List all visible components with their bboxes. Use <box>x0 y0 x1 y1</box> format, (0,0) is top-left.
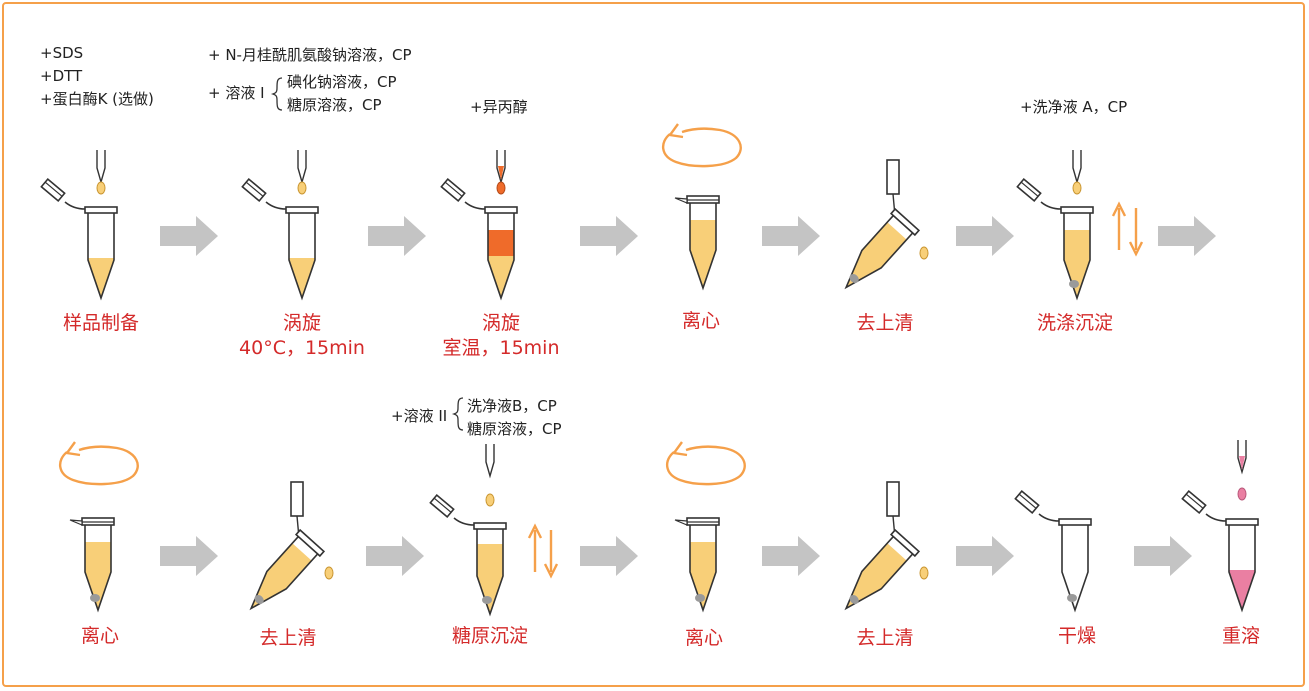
reagent-note-wash-a: +洗净液 A，CP <box>1020 98 1128 116</box>
reagent-note-proteinase: +蛋白酶K (选做) <box>40 90 154 108</box>
step-label-remove-supernatant-3: 去上清 <box>856 627 914 649</box>
step-label-redissolve: 重溶 <box>1221 625 1260 647</box>
reagent-note-sarkosyl: + N-月桂酰肌氨酸钠溶液，CP <box>208 46 412 64</box>
reagent-note-solution2: +溶液 II <box>391 407 448 425</box>
step-label-centrifuge-1: 离心 <box>681 310 720 332</box>
step-condition-vortex-2: 室温，15min <box>442 337 560 359</box>
step-label-dry: 干燥 <box>1057 625 1096 647</box>
reagent-note-glycogen-2: 糖原溶液，CP <box>467 420 562 438</box>
reagent-note-glycogen: 糖原溶液，CP <box>287 96 382 114</box>
step-label-wash-pellet: 洗涤沉淀 <box>1036 312 1113 334</box>
reagent-note-wash-b: 洗净液B，CP <box>467 397 557 415</box>
step-label-glycogen-precipitation: 糖原沉淀 <box>451 625 528 647</box>
step-label-remove-supernatant-2: 去上清 <box>259 627 317 649</box>
step-label-vortex-1: 涡旋 <box>282 312 321 334</box>
step-label-centrifuge-3: 离心 <box>684 627 723 649</box>
reagent-note-sodium-iodide: 碘化钠溶液，CP <box>287 73 397 91</box>
reagent-note-dtt: +DTT <box>40 67 83 85</box>
step-label-remove-supernatant-1: 去上清 <box>856 312 914 334</box>
reagent-note-isopropanol: +异丙醇 <box>470 98 528 116</box>
step-condition-vortex-1: 40°C，15min <box>239 337 365 359</box>
step-label-centrifuge-2: 离心 <box>80 625 119 647</box>
step-label-vortex-2: 涡旋 <box>481 312 520 334</box>
step-label-sample-prep: 样品制备 <box>62 312 139 334</box>
reagent-note-sds: +SDS <box>40 44 84 62</box>
reagent-note-solution1: + 溶液 I <box>208 84 265 102</box>
